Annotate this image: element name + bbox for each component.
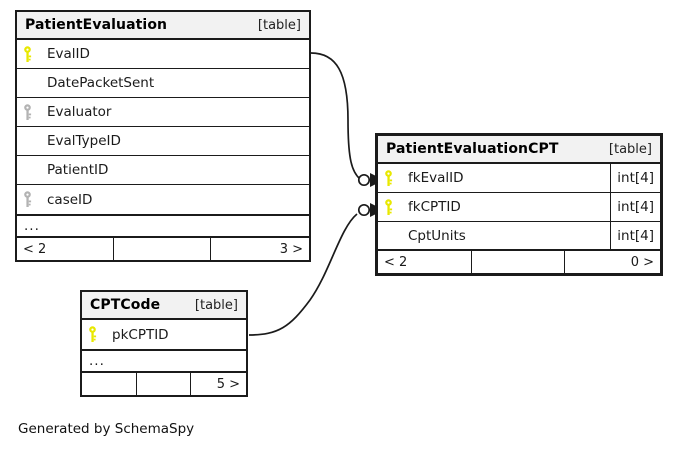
cardinality-zero-circle-cptid <box>357 203 371 217</box>
column-type: int[4] <box>610 193 660 221</box>
table-header-cpt-code: CPTCode [table] <box>82 292 246 320</box>
primary-key-icon <box>378 198 398 216</box>
footer-child-count[interactable]: 5 > <box>190 373 246 395</box>
column-name: caseID <box>47 191 93 208</box>
table-row[interactable]: CptUnits int[4] <box>378 222 660 251</box>
column-name: fkEvalID <box>408 170 464 186</box>
table-row[interactable]: pkCPTID <box>82 320 246 349</box>
table-footer: 5 > <box>82 373 246 395</box>
footer-parent-count[interactable] <box>82 373 136 395</box>
table-name: PatientEvaluation <box>25 17 168 33</box>
footer-child-count[interactable]: 0 > <box>564 251 660 273</box>
more-columns-indicator: ... <box>82 349 246 373</box>
table-row[interactable]: fkCPTID int[4] <box>378 193 660 222</box>
table-cpt-code[interactable]: CPTCode [table] pkCPTID ... 5 > <box>80 290 248 397</box>
table-footer: < 2 3 > <box>17 238 309 260</box>
table-header-patient-evaluation: PatientEvaluation [table] <box>17 12 309 40</box>
column-name: PatientID <box>47 162 109 178</box>
footer-middle-cell <box>113 238 209 260</box>
primary-key-icon <box>17 45 37 63</box>
index-key-icon <box>17 103 37 121</box>
column-name: EvalID <box>47 46 90 62</box>
diagram-caption: Generated by SchemaSpy <box>18 421 195 437</box>
cardinality-zero-circle-evalid <box>357 173 371 187</box>
footer-child-count[interactable]: 3 > <box>209 238 309 260</box>
table-name: CPTCode <box>90 297 161 313</box>
table-patient-evaluation[interactable]: PatientEvaluation [table] EvalID DatePac… <box>15 10 311 262</box>
column-name: Evaluator <box>47 104 112 120</box>
table-name: PatientEvaluationCPT <box>386 141 559 157</box>
footer-parent-count[interactable]: < 2 <box>384 254 408 270</box>
table-type-tag: [table] <box>194 297 238 313</box>
column-name: fkCPTID <box>408 199 461 215</box>
primary-key-icon <box>378 169 398 187</box>
table-footer: < 2 0 > <box>378 251 660 273</box>
table-row[interactable]: Evaluator <box>17 98 309 127</box>
table-type-tag: [table] <box>608 141 652 157</box>
table-row[interactable]: fkEvalID int[4] <box>378 164 660 193</box>
column-name: DatePacketSent <box>47 75 155 91</box>
index-key-icon <box>17 191 37 208</box>
footer-middle-cell <box>136 373 190 395</box>
column-type: int[4] <box>610 222 660 249</box>
table-row[interactable]: caseID <box>17 185 309 214</box>
table-type-tag: [table] <box>257 17 301 33</box>
table-patient-evaluation-cpt[interactable]: PatientEvaluationCPT [table] fkEvalID in… <box>375 133 663 276</box>
more-columns-indicator: ... <box>17 214 309 238</box>
primary-key-icon <box>82 326 102 343</box>
table-row[interactable]: PatientID <box>17 156 309 185</box>
column-name: CptUnits <box>408 227 466 244</box>
column-type: int[4] <box>610 164 660 192</box>
footer-parent-count[interactable]: < 2 <box>23 241 47 257</box>
column-name: pkCPTID <box>112 326 169 343</box>
table-row[interactable]: EvalTypeID <box>17 127 309 156</box>
table-header-patient-evaluation-cpt: PatientEvaluationCPT [table] <box>378 136 660 164</box>
table-row[interactable]: EvalID <box>17 40 309 69</box>
relationship-line-evalid <box>310 52 361 180</box>
column-name: EvalTypeID <box>47 133 121 149</box>
footer-middle-cell <box>471 251 564 273</box>
table-row[interactable]: DatePacketSent <box>17 69 309 98</box>
